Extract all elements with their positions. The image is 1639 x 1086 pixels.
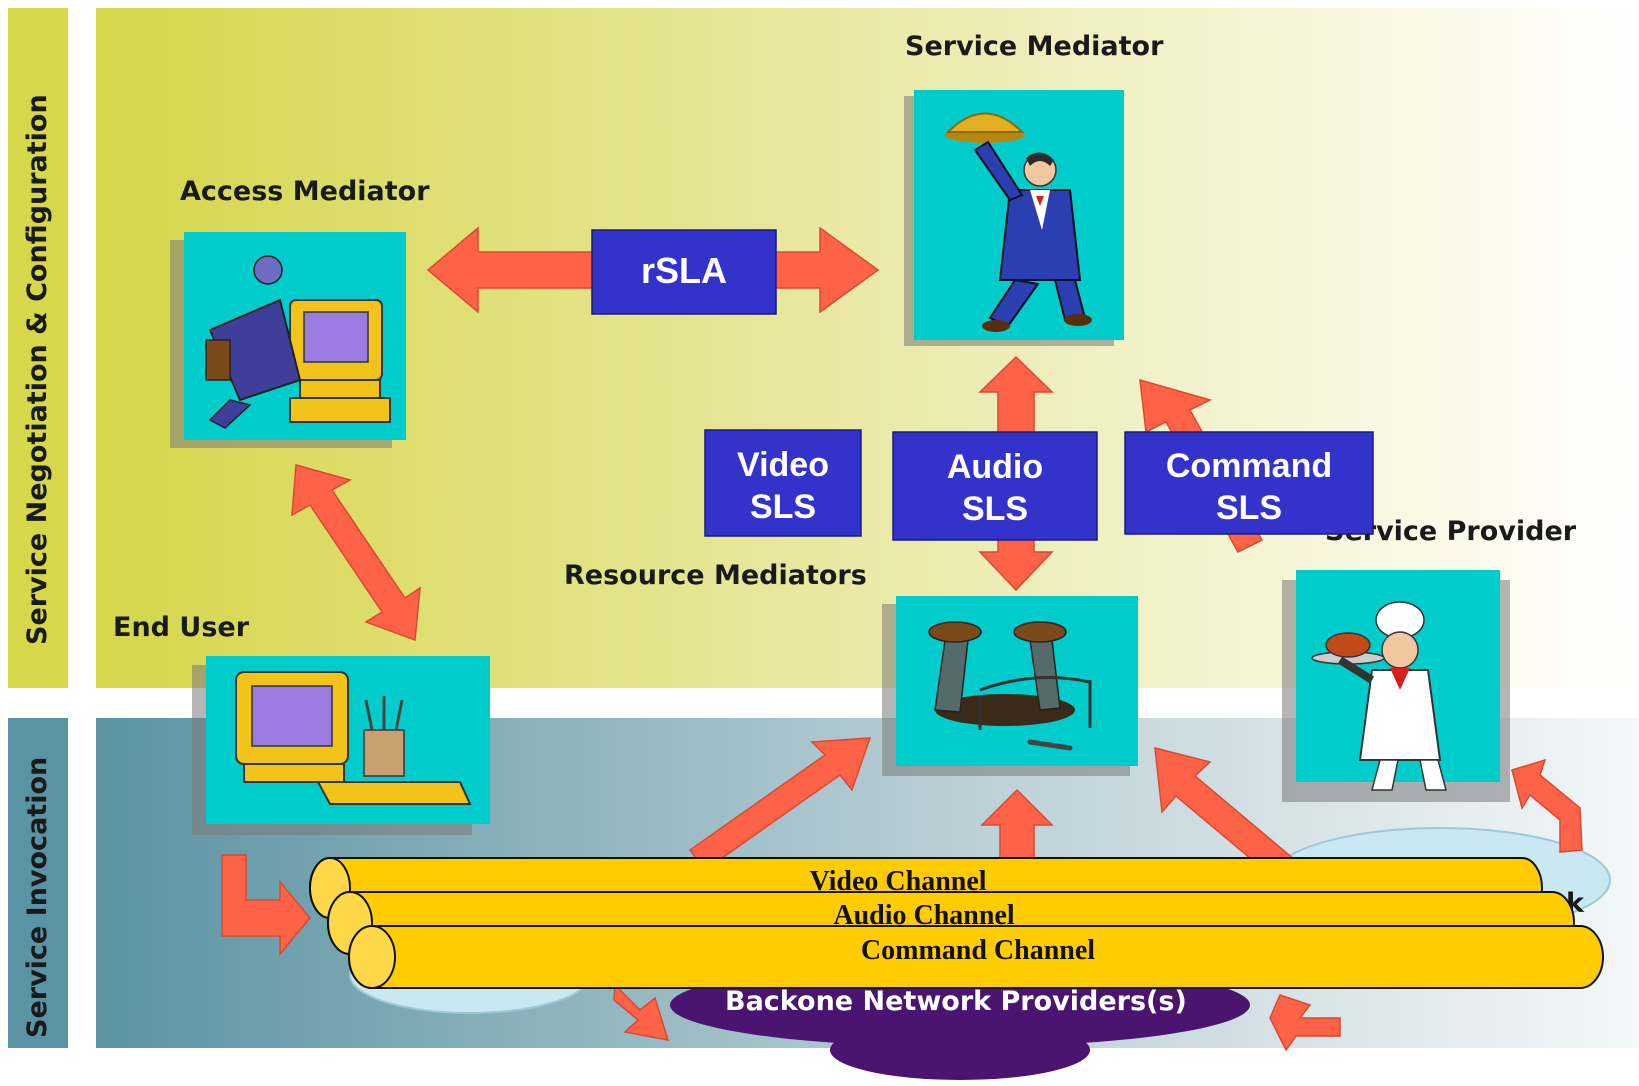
side-band-top (8, 8, 68, 688)
rsla-label: rSLA (641, 250, 727, 291)
resource-mediators-label: Resource Mediators (564, 560, 867, 591)
service-mediator-node (904, 90, 1124, 346)
access-mediator-label: Access Mediator (180, 176, 430, 207)
command-channel-label: Command Channel (861, 935, 1095, 966)
band-label-negotiation: Service Negotiation & Configuration (22, 94, 53, 645)
service-mediator-label: Service Mediator (905, 31, 1164, 62)
rsla-box: rSLA (591, 229, 777, 315)
backbone-left-arrow (613, 983, 670, 1041)
resource-mediators-node (882, 596, 1138, 776)
access-enduser-arrow (291, 464, 421, 642)
side-band-bottom (8, 718, 68, 1048)
audio-sls-line1: Audio (947, 448, 1043, 486)
command-channel: Command Channel (348, 925, 1604, 989)
command-sls-box: Command SLS (1124, 431, 1374, 535)
workers-icon (928, 621, 1092, 751)
backbone-network-label: Backone Network Providers(s) (725, 986, 1187, 1017)
band-label-invocation: Service Invocation (22, 757, 53, 1038)
workstation-icon (235, 671, 472, 805)
video-sls-line2: SLS (750, 488, 816, 526)
waiter-icon (945, 112, 1092, 332)
command-sls-line2: SLS (1216, 489, 1282, 527)
chef-icon (1311, 601, 1447, 791)
end-user-node (192, 656, 490, 835)
enduser-down-arrow (221, 854, 311, 957)
computer-user-icon (205, 255, 391, 429)
command-sls-line1: Command (1166, 447, 1332, 485)
video-sls-box: Video SLS (704, 429, 862, 537)
access-mediator-node (170, 232, 406, 448)
audio-sls-line2: SLS (962, 490, 1028, 528)
end-user-label: End User (113, 612, 250, 643)
backbone-right-arrow (1269, 994, 1341, 1052)
audio-sls-box: Audio SLS (892, 431, 1098, 541)
video-sls-line1: Video (737, 446, 829, 484)
provider-side-arrow (1511, 758, 1583, 853)
service-provider-node (1282, 570, 1510, 802)
